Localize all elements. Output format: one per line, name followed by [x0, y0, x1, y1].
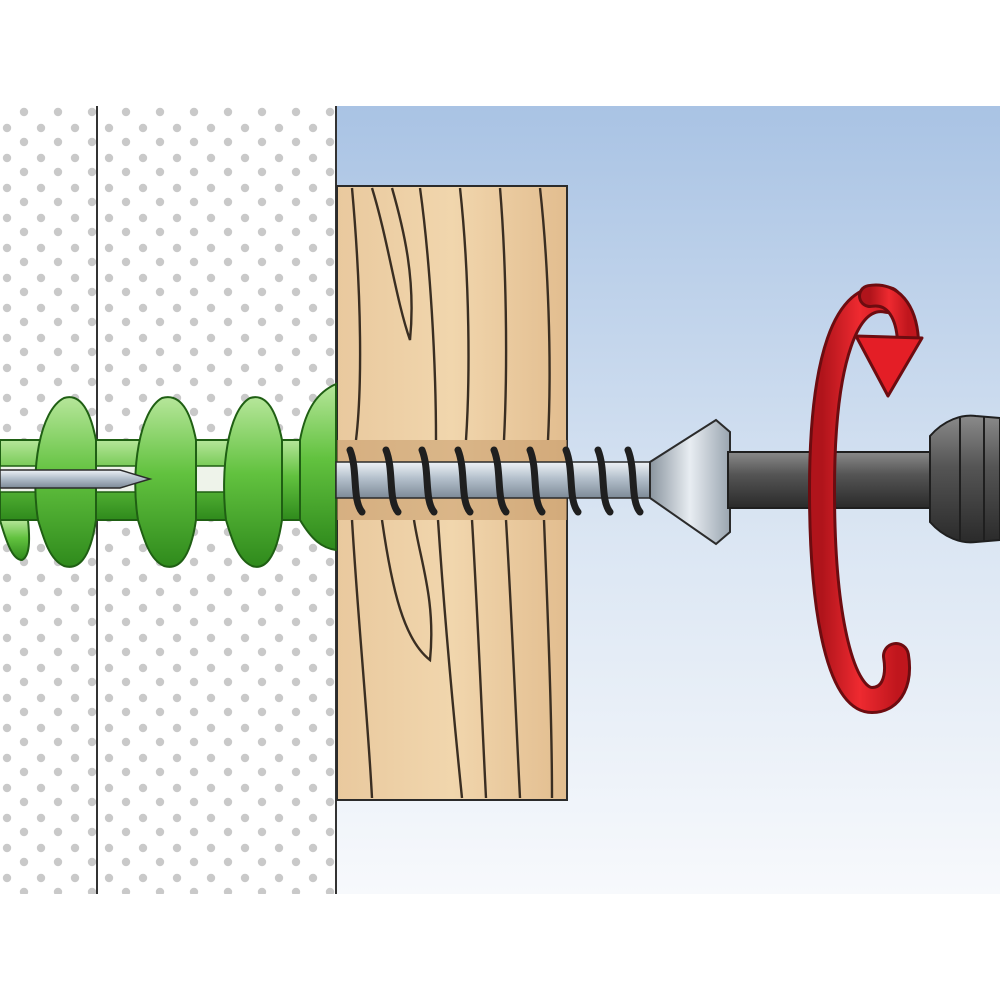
screw-head [649, 418, 731, 546]
screw-tip [0, 469, 153, 489]
screw-threads [346, 446, 644, 516]
drywall-anchor [0, 382, 337, 568]
screw [335, 418, 731, 546]
rotation-arrowhead [854, 334, 924, 398]
clockwise-rotation-arrow-icon [807, 283, 924, 715]
screwdriver-collar [929, 414, 1000, 544]
wood-grain [350, 187, 554, 799]
anchor-threads [0, 396, 283, 568]
